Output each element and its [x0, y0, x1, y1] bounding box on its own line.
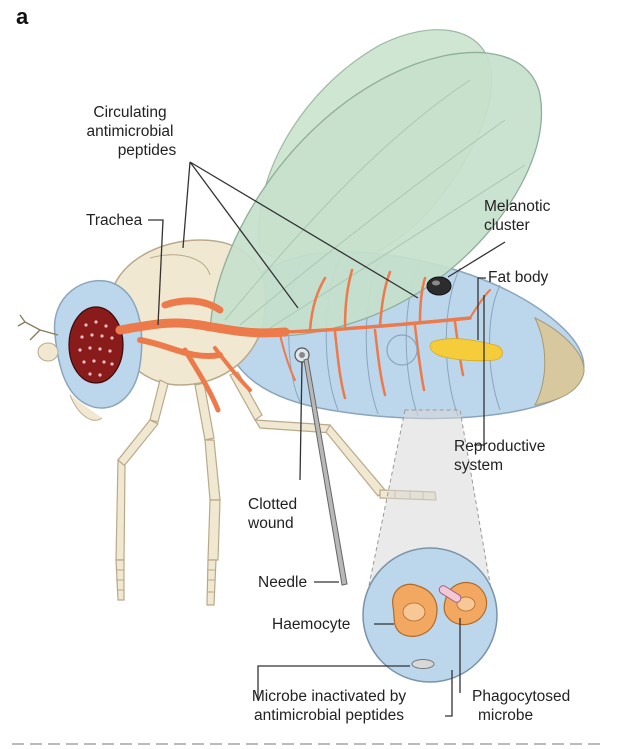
label-line: antimicrobial — [66, 122, 194, 141]
label-line: cluster — [484, 216, 550, 235]
label-fat-body: Fat body — [488, 268, 548, 287]
label-line: Melanotic — [484, 197, 550, 216]
label-haemocyte: Haemocyte — [272, 615, 350, 634]
antenna — [18, 315, 58, 340]
label-reproductive-system: Reproductive system — [454, 437, 545, 475]
label-line: wound — [248, 514, 297, 533]
label-needle: Needle — [258, 573, 307, 592]
label-line: peptides — [66, 141, 194, 160]
label-line: microbe — [472, 706, 570, 725]
label-line: Microbe inactivated by — [218, 687, 440, 706]
label-line: Reproductive — [454, 437, 545, 456]
label-trachea: Trachea — [86, 211, 142, 230]
inactivated-microbe — [412, 660, 434, 669]
label-line: Phagocytosed — [472, 687, 570, 706]
label-melanotic-cluster: Melanotic cluster — [484, 197, 550, 235]
label-line: Circulating — [66, 103, 194, 122]
label-line: Clotted — [248, 495, 297, 514]
label-line: antimicrobial peptides — [218, 706, 440, 725]
panel-letter: a — [16, 4, 28, 30]
label-phagocytosed-microbe: Phagocytosed microbe — [472, 687, 570, 725]
label-microbe-inactivated: Microbe inactivated by antimicrobial pep… — [218, 687, 440, 725]
melanotic-cluster — [427, 277, 451, 295]
label-line: system — [454, 456, 545, 475]
label-clotted-wound: Clotted wound — [248, 495, 297, 533]
compound-eye — [69, 307, 123, 383]
label-circulating-peptides: Circulating antimicrobial peptides — [66, 103, 194, 160]
